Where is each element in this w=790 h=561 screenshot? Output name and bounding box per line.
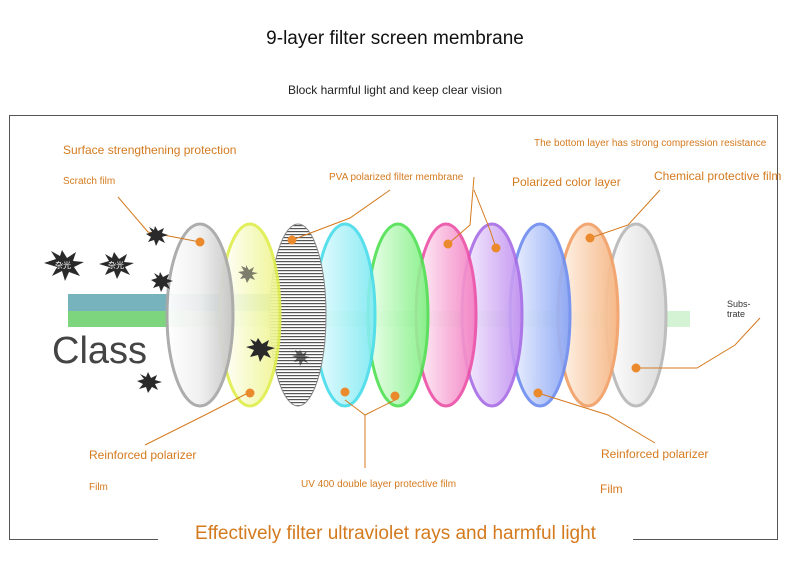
label-reinforced-polarizer-right: Reinforced polarizer bbox=[601, 447, 709, 461]
burst-2 bbox=[99, 252, 134, 279]
label-uv400: UV 400 double layer protective film bbox=[301, 479, 457, 490]
burst-1 bbox=[44, 250, 84, 281]
diagram-title: 9-layer filter screen membrane bbox=[266, 28, 524, 49]
label-reinforced-polarizer-left: Reinforced polarizer bbox=[89, 448, 197, 462]
lens-layers bbox=[165, 222, 668, 408]
label-scratch-film: Scratch film bbox=[63, 176, 116, 187]
label-bottom-layer: The bottom layer has strong compression … bbox=[534, 138, 767, 149]
label-polarized-color: Polarized color layer bbox=[512, 175, 621, 189]
label-film-left: Film bbox=[89, 482, 108, 493]
label-film-right: Film bbox=[600, 482, 623, 496]
class-overlay-text: Class bbox=[52, 330, 148, 372]
burst-text-2: 杂光 bbox=[108, 260, 124, 270]
burst-8 bbox=[292, 350, 310, 366]
leader-dots bbox=[195, 233, 641, 401]
leader-lines bbox=[117, 176, 761, 468]
label-substrate: Subs- trate bbox=[727, 299, 751, 319]
burst-3 bbox=[146, 226, 168, 246]
label-surface-strengthening: Surface strengthening protection bbox=[63, 143, 237, 157]
footer-caption: Effectively filter ultraviolet rays and … bbox=[158, 520, 633, 548]
burst-text-1: 杂光 bbox=[55, 260, 71, 270]
lens-scratch bbox=[165, 222, 235, 408]
burst-6 bbox=[137, 372, 162, 393]
burst-5 bbox=[246, 338, 275, 362]
stray-light-bursts bbox=[44, 226, 310, 393]
burst-7 bbox=[238, 265, 258, 283]
burst-4 bbox=[151, 272, 173, 292]
label-pva-membrane: PVA polarized filter membrane bbox=[329, 172, 464, 183]
lens-green bbox=[366, 222, 430, 408]
diagram-subtitle: Block harmful light and keep clear visio… bbox=[287, 83, 503, 97]
label-chemical-film: Chemical protective film bbox=[654, 169, 782, 183]
burst-labels: 杂光 杂光 bbox=[55, 260, 124, 270]
